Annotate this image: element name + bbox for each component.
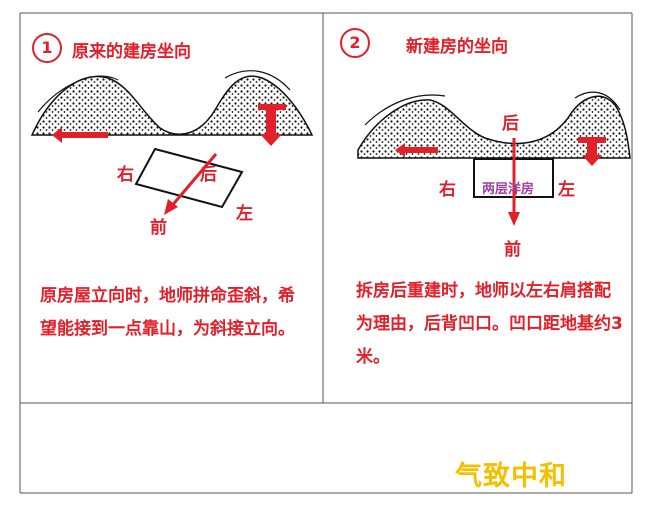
diagonal-direction-arrow: [164, 153, 218, 215]
panel2-title: 新建房的坐向: [406, 37, 508, 57]
frame-lines: [19, 12, 633, 494]
red-arrow-down-1: [258, 104, 286, 146]
red-bar-left-2: [395, 143, 438, 157]
panel1-title: 原来的建房坐向: [72, 42, 191, 62]
panel2-dir-left: 左: [558, 180, 575, 200]
panel2-dir-right: 右: [439, 180, 456, 200]
panel1-dir-front: 前: [150, 218, 167, 238]
step-number-1: 1: [32, 33, 62, 63]
panel1-description: 原房屋立向时，地师拼命歪斜，希望能接到一点靠山，为斜接立向。: [40, 286, 295, 339]
red-arrow-down-2: [578, 137, 606, 166]
panel2-dir-front: 前: [504, 240, 521, 260]
red-bar-left-1: [52, 127, 108, 143]
brand-watermark: 气致中和: [455, 461, 567, 492]
panel1-dir-left: 左: [236, 204, 253, 224]
mountain-range-2: [357, 91, 631, 159]
panel2-dir-back: 后: [502, 114, 519, 134]
panel1-dir-back: 后: [200, 165, 217, 185]
house-label: 两层洋房: [482, 182, 535, 197]
tilted-house-outline: [134, 147, 244, 209]
straight-direction-arrow: [508, 138, 520, 226]
step-number-2: 2: [340, 28, 370, 58]
mountain-range-1: [30, 70, 314, 136]
panel1-dir-right: 右: [117, 165, 134, 185]
panel2-description: 拆房后重建时，地师以左右肩搭配为理由，后背凹口。凹口距地基约3米。: [356, 281, 623, 367]
